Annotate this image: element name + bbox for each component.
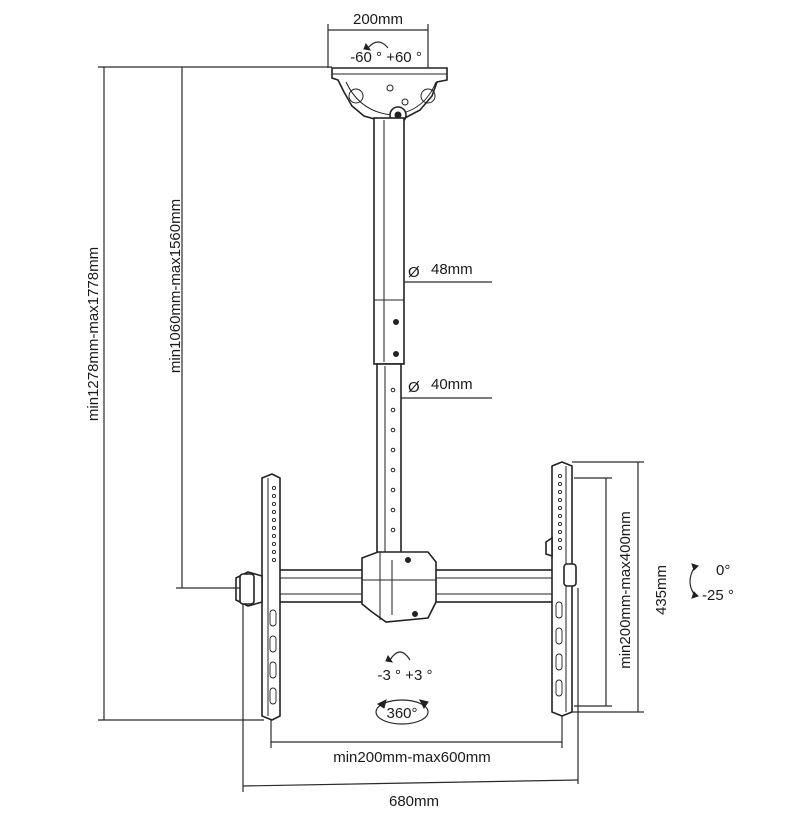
dimension-lines <box>98 24 644 792</box>
tilt-top-label: 0° <box>716 562 730 579</box>
total-height-label: min1278mm-max1778mm <box>85 247 102 421</box>
left-bracket <box>235 473 281 721</box>
bracket-horizontal-range-label: min200mm-max600mm <box>333 749 491 766</box>
tilt-bottom-label: -25 ° <box>702 587 734 604</box>
diameter-symbol-upper: Ø <box>408 264 420 281</box>
diameter-symbol-lower: Ø <box>408 379 420 396</box>
tilt-head <box>361 551 437 623</box>
roll-label: -3 ° +3 ° <box>378 667 433 684</box>
upper-pole <box>373 117 405 365</box>
bracket-height-label: 435mm <box>653 565 670 615</box>
lower-diameter-callout: Ø 40mm <box>408 376 473 396</box>
roll-arc-icon <box>385 651 411 663</box>
swivel-arc-icon <box>363 41 389 51</box>
total-width-label: 680mm <box>389 793 439 810</box>
ceiling-plate <box>331 67 448 121</box>
lower-pole-diameter-label: 40mm <box>431 376 473 393</box>
rotation-ellipse-icon <box>375 699 429 725</box>
swivel-label: -60 ° +60 ° <box>350 49 422 66</box>
tilt-arc-icon <box>689 563 699 599</box>
upper-pole-diameter-label: 48mm <box>431 261 473 278</box>
upper-diameter-callout: Ø 48mm <box>408 261 473 281</box>
rotation-label: 360° <box>386 705 417 722</box>
bracket-vertical-range-label: min200mm-max400mm <box>617 511 634 669</box>
pole-height-label: min1060mm-max1560mm <box>167 199 184 373</box>
lower-pole <box>376 363 402 565</box>
top-width-label: 200mm <box>353 11 403 28</box>
